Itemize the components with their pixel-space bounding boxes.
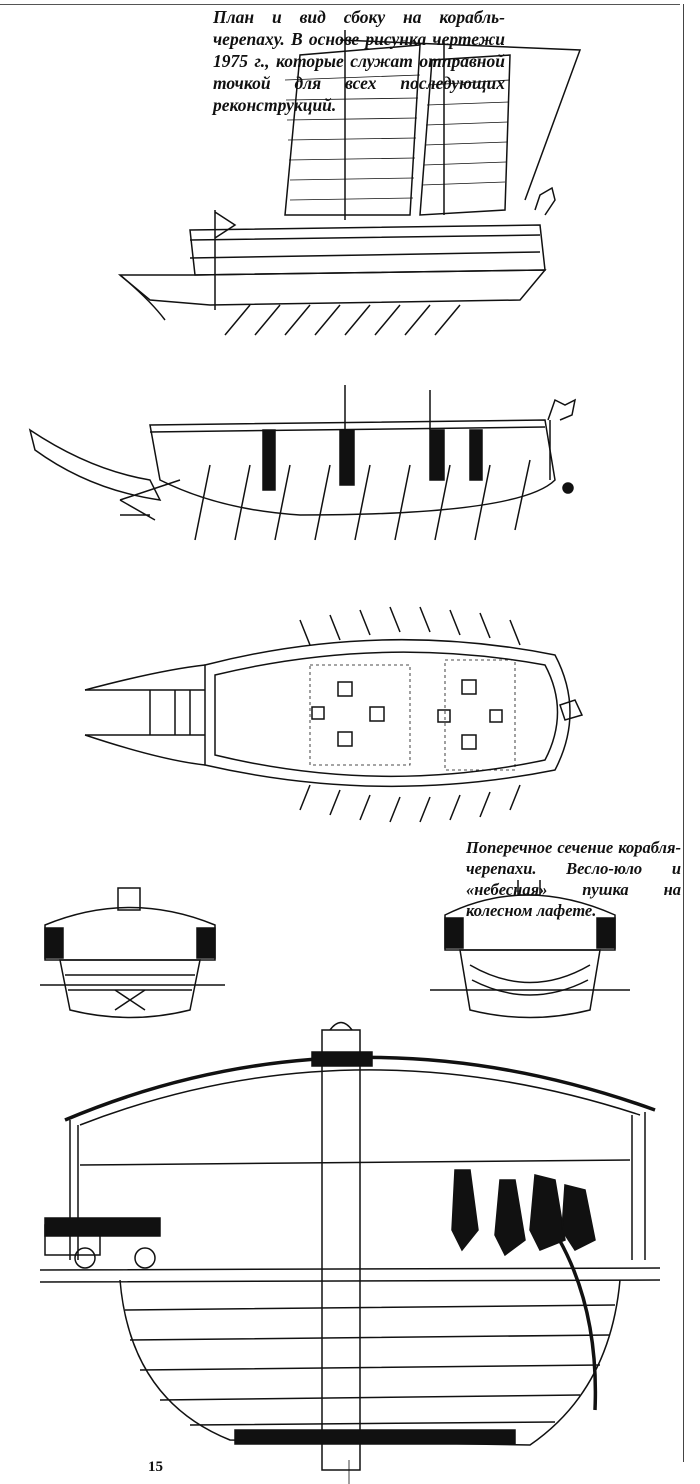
page-border-right	[683, 4, 684, 1462]
cross-section-small-left	[40, 887, 225, 1019]
cross-section-large	[39, 1021, 661, 1484]
caption-top: План и вид сбоку на корабль-черепаху. В …	[213, 7, 505, 115]
cross-section-small-right	[430, 880, 630, 1019]
plan-view	[84, 606, 584, 823]
caption-cross-section: Поперечное сечение корабля-черепахи. Вес…	[466, 838, 681, 920]
page-number: 15	[148, 1459, 163, 1475]
side-view-cutaway	[28, 385, 577, 541]
page-border-top	[0, 4, 680, 5]
side-view-with-sails	[117, 30, 582, 336]
